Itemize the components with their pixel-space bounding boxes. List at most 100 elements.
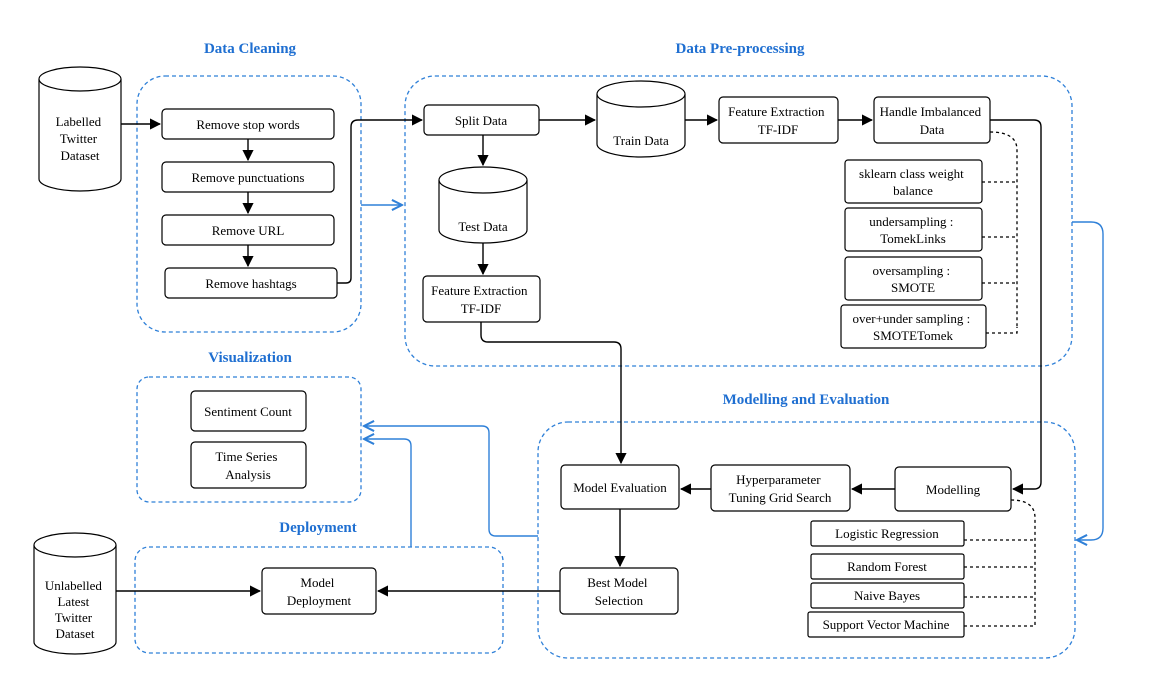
best-model-selection-box: Best Model Selection bbox=[559, 567, 679, 615]
test-data-label: Test Data bbox=[458, 219, 507, 234]
svg-text:Model Deployment: Model Deployment bbox=[287, 575, 352, 608]
fe-test-line-2: TF-IDF bbox=[461, 301, 501, 316]
data-cleaning-title: Data Cleaning bbox=[204, 41, 297, 57]
unlabelled-line-4: Dataset bbox=[56, 626, 95, 641]
train-data-label: Train Data bbox=[613, 133, 669, 148]
svg-text:Best Model Selection: Best Model Selection bbox=[587, 575, 651, 608]
imbalance-method-tomeklinks: undersampling : TomekLinks bbox=[844, 207, 983, 252]
imbalance-method-smote: oversampling : SMOTE bbox=[844, 256, 983, 301]
svg-text:sklearn class weight bal: sklearn class weight balance bbox=[859, 166, 967, 198]
logistic-regression-label: Logistic Regression bbox=[835, 526, 939, 541]
split-data-label: Split Data bbox=[455, 113, 508, 128]
imbalance-method-smotetomek: over+under sampling : SMOTETomek bbox=[840, 304, 987, 349]
arrow-imbalanced-to-modelling bbox=[990, 119, 1042, 495]
time-series-line-2: Analysis bbox=[225, 467, 271, 482]
smotetomek-line-2: SMOTETomek bbox=[873, 328, 953, 343]
hyperparameter-line-1: Hyperparameter bbox=[736, 472, 821, 487]
svg-text:oversampling : SMOTE: oversampling : SMOTE bbox=[873, 263, 954, 295]
remove-url-box: Remove URL bbox=[161, 214, 335, 246]
model-evaluation-box: Model Evaluation bbox=[560, 464, 680, 510]
remove-hashtags-box: Remove hashtags bbox=[164, 267, 338, 299]
modelling-evaluation-group bbox=[537, 421, 1076, 659]
hyperparameter-line-2: Tuning Grid Search bbox=[729, 490, 832, 505]
dashed-svm bbox=[964, 624, 1036, 627]
train-data-cylinder: Train Data bbox=[596, 80, 686, 158]
class-weight-line-2: balance bbox=[893, 183, 933, 198]
deployment-line-2: Deployment bbox=[287, 593, 352, 608]
handle-imbalanced-box: Handle Imbalanced Data bbox=[873, 96, 991, 144]
smote-line-1: oversampling : bbox=[873, 263, 951, 278]
remove-url-label: Remove URL bbox=[212, 223, 285, 238]
deployment-group bbox=[134, 546, 504, 654]
svg-text:Handle Imbalanced Data: Handle Imbalanced Data bbox=[880, 104, 985, 137]
svg-text:Labelled Twitter D: Labelled Twitter Dataset bbox=[56, 114, 105, 163]
svg-text:Time Series Analysis: Time Series Analysis bbox=[215, 449, 280, 482]
labelled-line-3: Dataset bbox=[61, 148, 100, 163]
dashed-imbalance-bus bbox=[989, 131, 1018, 327]
remove-hashtags-label: Remove hashtags bbox=[205, 276, 296, 291]
labelled-line-1: Labelled bbox=[56, 114, 102, 129]
naive-bayes-label: Naive Bayes bbox=[854, 588, 920, 603]
best-model-line-1: Best Model bbox=[587, 575, 648, 590]
modelling-label: Modelling bbox=[926, 482, 981, 497]
data-preprocessing-title: Data Pre-processing bbox=[675, 41, 805, 57]
algorithm-logistic-regression: Logistic Regression bbox=[810, 520, 965, 547]
algorithm-random-forest: Random Forest bbox=[810, 553, 965, 580]
sentiment-count-label: Sentiment Count bbox=[204, 404, 292, 419]
labelled-line-2: Twitter bbox=[60, 131, 98, 146]
unlabelled-line-3: Twitter bbox=[55, 610, 93, 625]
svm-label: Support Vector Machine bbox=[823, 617, 950, 632]
split-data-box: Split Data bbox=[423, 104, 540, 136]
smotetomek-line-1: over+under sampling : bbox=[852, 311, 970, 326]
imbalance-method-class-weight: sklearn class weight balance bbox=[844, 159, 983, 204]
best-model-line-2: Selection bbox=[595, 593, 644, 608]
blue-arrow-preprocessing-to-modelling bbox=[1072, 221, 1104, 540]
visualization-group bbox=[136, 376, 362, 503]
svg-text:Feature Extraction TF-ID: Feature Extraction TF-IDF bbox=[431, 283, 531, 316]
algorithm-naive-bayes: Naive Bayes bbox=[810, 582, 965, 609]
class-weight-line-1: sklearn class weight bbox=[859, 166, 964, 181]
algorithm-svm: Support Vector Machine bbox=[807, 611, 965, 638]
modelling-box: Modelling bbox=[894, 466, 1012, 512]
modelling-evaluation-title: Modelling and Evaluation bbox=[723, 392, 890, 408]
blue-arrow-deployment-to-visualization bbox=[364, 439, 412, 547]
remove-punctuations-label: Remove punctuations bbox=[191, 170, 304, 185]
model-deployment-box: Model Deployment bbox=[261, 567, 377, 615]
tomeklinks-line-2: TomekLinks bbox=[880, 231, 946, 246]
unlabelled-line-1: Unlabelled bbox=[45, 578, 103, 593]
feature-extraction-test-box: Feature Extraction TF-IDF bbox=[422, 275, 541, 323]
unlabelled-dataset-cylinder: Unlabelled Latest Twitter Dataset bbox=[33, 532, 117, 655]
data-preprocessing-group bbox=[404, 75, 1073, 367]
time-series-line-1: Time Series bbox=[215, 449, 277, 464]
labelled-dataset-cylinder: Labelled Twitter Dataset bbox=[38, 66, 122, 192]
svg-text:Hyperparameter Tuning Gr: Hyperparameter Tuning Grid Search bbox=[729, 472, 832, 505]
svg-text:Feature Extraction TF-ID: Feature Extraction TF-IDF bbox=[728, 104, 828, 137]
hyperparameter-box: Hyperparameter Tuning Grid Search bbox=[710, 464, 851, 512]
test-data-cylinder: Test Data bbox=[438, 166, 528, 244]
remove-stop-words-label: Remove stop words bbox=[196, 117, 299, 132]
fe-train-line-1: Feature Extraction bbox=[728, 104, 825, 119]
blue-arrow-modelling-to-visualization bbox=[364, 426, 538, 537]
svg-text:over+under sampling : SM: over+under sampling : SMOTETomek bbox=[852, 311, 973, 343]
feature-extraction-train-box: Feature Extraction TF-IDF bbox=[718, 96, 839, 144]
remove-punctuations-box: Remove punctuations bbox=[161, 161, 335, 193]
arrow-fe-to-evaluation bbox=[480, 322, 627, 465]
unlabelled-line-2: Latest bbox=[57, 594, 89, 609]
handle-imbalanced-line-1: Handle Imbalanced bbox=[880, 104, 982, 119]
svg-text:undersampling : TomekLin: undersampling : TomekLinks bbox=[869, 214, 956, 246]
handle-imbalanced-line-2: Data bbox=[920, 122, 945, 137]
model-evaluation-label: Model Evaluation bbox=[573, 480, 667, 495]
fe-train-line-2: TF-IDF bbox=[758, 122, 798, 137]
dashed-algorithm-bus bbox=[1010, 499, 1036, 624]
tomeklinks-line-1: undersampling : bbox=[869, 214, 953, 229]
random-forest-label: Random Forest bbox=[847, 559, 927, 574]
dashed-smotetomek bbox=[986, 327, 1018, 334]
sentiment-count-box: Sentiment Count bbox=[190, 390, 307, 432]
fe-test-line-1: Feature Extraction bbox=[431, 283, 528, 298]
remove-stop-words-box: Remove stop words bbox=[161, 108, 335, 140]
svg-text:Unlabelled Latest: Unlabelled Latest Twitter Dataset bbox=[45, 578, 105, 641]
time-series-box: Time Series Analysis bbox=[190, 441, 307, 489]
data-cleaning-group bbox=[136, 75, 362, 333]
arrow-hashtags-to-split bbox=[337, 114, 424, 284]
